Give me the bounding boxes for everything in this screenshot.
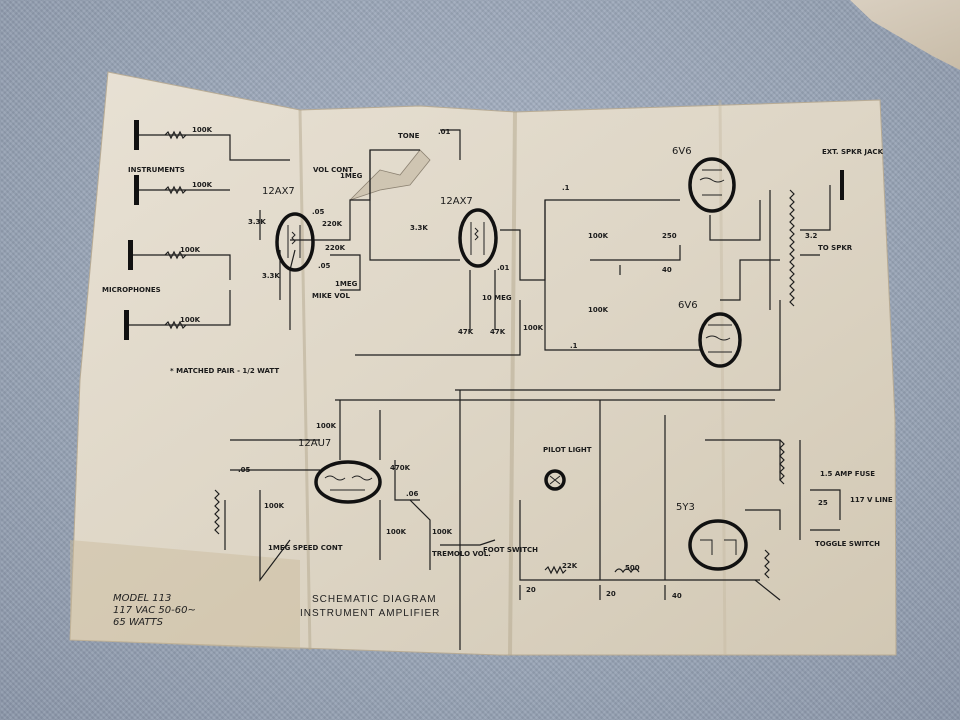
label-r47k: 47K — [458, 328, 474, 336]
label-tube-6v6-a: 6V6 — [672, 146, 692, 157]
label-r22k: 22K — [562, 562, 578, 570]
label-speed-cont: 1MEG SPEED CONT — [268, 544, 343, 552]
label-r3-3k: 3.3K — [248, 218, 266, 226]
label-c20: 20 — [526, 586, 536, 594]
label-r100k: 100K — [588, 232, 609, 240]
label-matched-pair: * MATCHED PAIR - 1/2 WATT — [170, 367, 279, 375]
schematic-labels: INSTRUMENTS MICROPHONES * MATCHED PAIR -… — [102, 126, 893, 628]
vacuum-tubes — [275, 157, 748, 571]
label-r100k: 100K — [264, 502, 285, 510]
input-jacks — [124, 120, 844, 340]
label-to-spkr: TO SPKR — [818, 244, 853, 252]
label-tube-12ax7-a: 12AX7 — [262, 186, 295, 197]
label-c1: .1 — [570, 342, 578, 350]
label-r1meg: 1MEG — [340, 172, 363, 180]
pilot-light-icon — [544, 469, 566, 491]
label-c1: .1 — [562, 184, 570, 192]
label-tube-6v6-b: 6V6 — [678, 300, 698, 311]
label-tremolo-vol: TREMOLO VOL. — [432, 550, 491, 558]
model-line3: 65 WATTS — [113, 617, 164, 628]
label-ten-meg: 10 MEG — [482, 294, 512, 302]
tube-internals — [287, 169, 737, 555]
label-c20: 20 — [606, 590, 616, 598]
label-r100k: 100K — [192, 126, 213, 134]
label-microphones: MICROPHONES — [102, 286, 161, 294]
tube-12au7-icon — [314, 460, 382, 504]
fold-shadow-2 — [508, 111, 517, 656]
label-foot-switch: FOOT SWITCH — [483, 546, 538, 554]
label-r100k: 100K — [192, 181, 213, 189]
label-r1meg: 1MEG — [335, 280, 358, 288]
label-r500: 500 — [625, 564, 640, 572]
label-r100k: 100K — [588, 306, 609, 314]
label-c05: .05 — [318, 262, 331, 270]
label-instruments: INSTRUMENTS — [128, 166, 185, 174]
label-r250: 250 — [662, 232, 677, 240]
tube-12ax7-a-icon — [275, 212, 315, 272]
label-r470k: 470K — [390, 464, 411, 472]
label-r100k: 100K — [432, 528, 453, 536]
label-r100k: 100K — [316, 422, 337, 430]
label-tube-12au7: 12AU7 — [298, 438, 331, 449]
ext-spkr-jack-icon — [840, 170, 844, 200]
circuit-wiring — [127, 120, 841, 650]
label-c05: .05 — [312, 208, 325, 216]
label-r3-3k: 3.3K — [262, 272, 280, 280]
label-toggle-switch: TOGGLE SWITCH — [815, 540, 880, 548]
label-r100k: 100K — [180, 246, 201, 254]
schematic-title-line1: SCHEMATIC DIAGRAM — [312, 594, 437, 605]
label-vol-cont: VOL CONT — [313, 166, 353, 174]
label-r220k: 220K — [322, 220, 343, 228]
label-c05: .05 — [238, 466, 251, 474]
label-tube-5y3: 5Y3 — [676, 502, 695, 513]
stain — [70, 540, 300, 650]
label-tube-12ax7-b: 12AX7 — [440, 196, 473, 207]
label-ext-spkr-jack: EXT. SPKR JACK — [822, 148, 884, 156]
label-r100k: 100K — [180, 316, 201, 324]
label-r3-3k: 3.3K — [410, 224, 428, 232]
label-pilot-light: PILOT LIGHT — [543, 446, 592, 454]
label-c40: 40 — [662, 266, 672, 274]
fold-shadow-1 — [298, 109, 312, 651]
label-c06: .06 — [406, 490, 419, 498]
label-tone: TONE — [398, 132, 420, 140]
label-r220k: 220K — [325, 244, 346, 252]
model-line1: MODEL 113 — [113, 593, 171, 604]
label-fuse: 1.5 AMP FUSE — [820, 470, 875, 478]
tube-5y3-icon — [688, 519, 748, 571]
label-117v-line: 117 V LINE — [850, 496, 893, 504]
tube-6v6-b-icon — [698, 312, 742, 368]
label-mike-vol: MIKE VOL — [312, 292, 350, 300]
label-c01: .01 — [497, 264, 510, 272]
label-r100k: 100K — [523, 324, 544, 332]
fold-shadow-3 — [718, 99, 727, 656]
tube-12ax7-b-icon — [458, 208, 498, 268]
tube-6v6-a-icon — [688, 157, 736, 213]
jack-icon — [134, 175, 139, 205]
schematic-title-line2: INSTRUMENT AMPLIFIER — [300, 608, 440, 619]
jack-icon — [124, 310, 129, 340]
label-r100k: 100K — [386, 528, 407, 536]
jack-icon — [134, 120, 139, 150]
label-c25: 25 — [818, 499, 828, 507]
jack-icon — [128, 240, 133, 270]
label-r47k: 47K — [490, 328, 506, 336]
label-c01: .01 — [438, 128, 451, 136]
model-line2: 117 VAC 50-60~ — [113, 605, 196, 616]
label-three-two: 3.2 — [805, 232, 818, 240]
paper — [69, 71, 897, 656]
label-c40: 40 — [672, 592, 682, 600]
